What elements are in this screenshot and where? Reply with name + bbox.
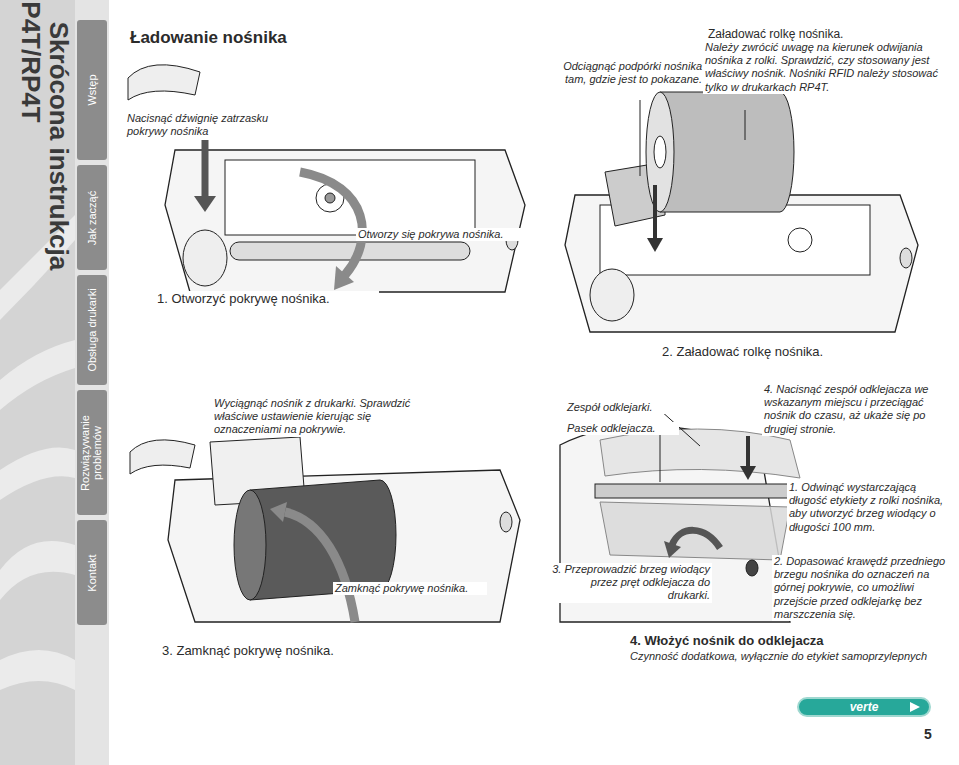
leader-line (640, 100, 641, 176)
press-arrow (202, 140, 209, 196)
tab-text: Rozwiązywanie problemów (80, 408, 103, 498)
callout-text: Pasek odklejacza. (565, 422, 679, 435)
callout-text: Nacisnąć dźwignię zatrzasku pokrywy nośn… (125, 112, 289, 138)
step-heading: 3. Zamknąć pokrywę nośnika. (160, 643, 384, 659)
latch-lever (590, 269, 634, 321)
callout-text: Należy zwrócić uwagę na kierunek odwijan… (703, 41, 955, 94)
zebra-stripe (0, 340, 75, 410)
printer-keypad (130, 440, 195, 474)
arrow-icon (909, 701, 921, 713)
section-tab: Rozwiązywanie problemów (77, 390, 107, 515)
leader-line (660, 432, 661, 482)
roll-hub (325, 193, 335, 203)
tab-text: Obsługa drukarki (86, 288, 98, 371)
zebra-stripe (0, 541, 75, 600)
page-title: Ładowanie nośnika (128, 28, 289, 48)
zebra-stripe (0, 650, 75, 690)
press-arrow (740, 466, 756, 480)
insert-arrow (647, 238, 663, 252)
media-roll (746, 560, 758, 576)
label-sheet (600, 502, 790, 560)
zebra-stripe (0, 448, 75, 501)
callout-text: Załadować rolkę nośnika. (706, 27, 955, 41)
tab-column (75, 0, 109, 765)
section-tab: Jak zacząć (77, 165, 107, 270)
title-text: Skrócona instrukcja (43, 22, 74, 271)
callout-text: 2. Dopasować krawędź przedniego brzegu n… (772, 555, 951, 621)
section-tab: Wstęp (77, 20, 107, 160)
arrow-icon (910, 702, 920, 712)
peeler-bar (595, 484, 795, 498)
side-band (0, 0, 75, 765)
callout-text: Zespół odklejarki. (565, 401, 679, 414)
callout-text: Wyciągnąć nośnik z drukarki. Sprawdzić w… (212, 397, 426, 437)
side-knob (900, 248, 912, 268)
media-roll (646, 92, 674, 212)
callout-text: 3. Przeprowadzić brzeg wiodący przez prę… (548, 563, 712, 603)
button-text: verte (850, 700, 879, 714)
feed-arrow (664, 541, 681, 558)
media-roll (660, 92, 794, 212)
platen-roller (230, 242, 470, 260)
printer-keypad (128, 65, 200, 100)
tab-text: Kontakt (86, 554, 98, 591)
media-liner (600, 429, 800, 478)
closed-cover (234, 490, 266, 600)
roll-hub (788, 228, 812, 252)
callout-text: 4. Nacisnąć zespół odklejacza we wskazan… (762, 383, 946, 436)
section-tab: Kontakt (77, 520, 107, 625)
press-arrow (194, 196, 216, 212)
section-tab: Obsługa drukarki (77, 275, 107, 385)
close-arrow (285, 512, 355, 622)
title-band: P4T/RP4TSkrócona instrukcja (0, 0, 75, 765)
printer-body (165, 150, 525, 292)
leader-line (745, 110, 746, 140)
roll-core (654, 136, 666, 168)
callout-text: Czynność dodatkowa, wyłącznie do etykiet… (628, 650, 952, 663)
title-text: P4T/RP4T (15, 1, 46, 122)
step-heading: 1. Otworzyć pokrywę nośnika. (155, 291, 379, 307)
feed-arrow (672, 530, 720, 548)
press-arrow (746, 436, 750, 466)
open-arrow (300, 172, 362, 275)
next-page-button: verte (797, 697, 931, 717)
close-arrow (270, 502, 287, 522)
step-heading: 2. Załadować rolkę nośnika. (660, 344, 884, 360)
tab-text: Jak zacząć (86, 190, 98, 244)
page-number: 5 (922, 726, 950, 743)
side-knob (500, 512, 512, 532)
callout-text: Zamknąć pokrywę nośnika. (333, 582, 487, 595)
callout-text: Otworzy się pokrywa nośnika. (356, 228, 530, 241)
callout-text: Odciągnąć podpórki nośnika tam, gdzie je… (548, 60, 704, 86)
tab-text: Wstęp (86, 74, 98, 105)
insert-arrow (653, 185, 657, 238)
step-heading: 4. Włożyć nośnik do odklejacza (628, 633, 932, 649)
latch-lever (183, 230, 227, 286)
callout-text: 1. Odwinąć wystarczającą długość etykiet… (787, 481, 946, 534)
open-arrow (334, 266, 354, 290)
